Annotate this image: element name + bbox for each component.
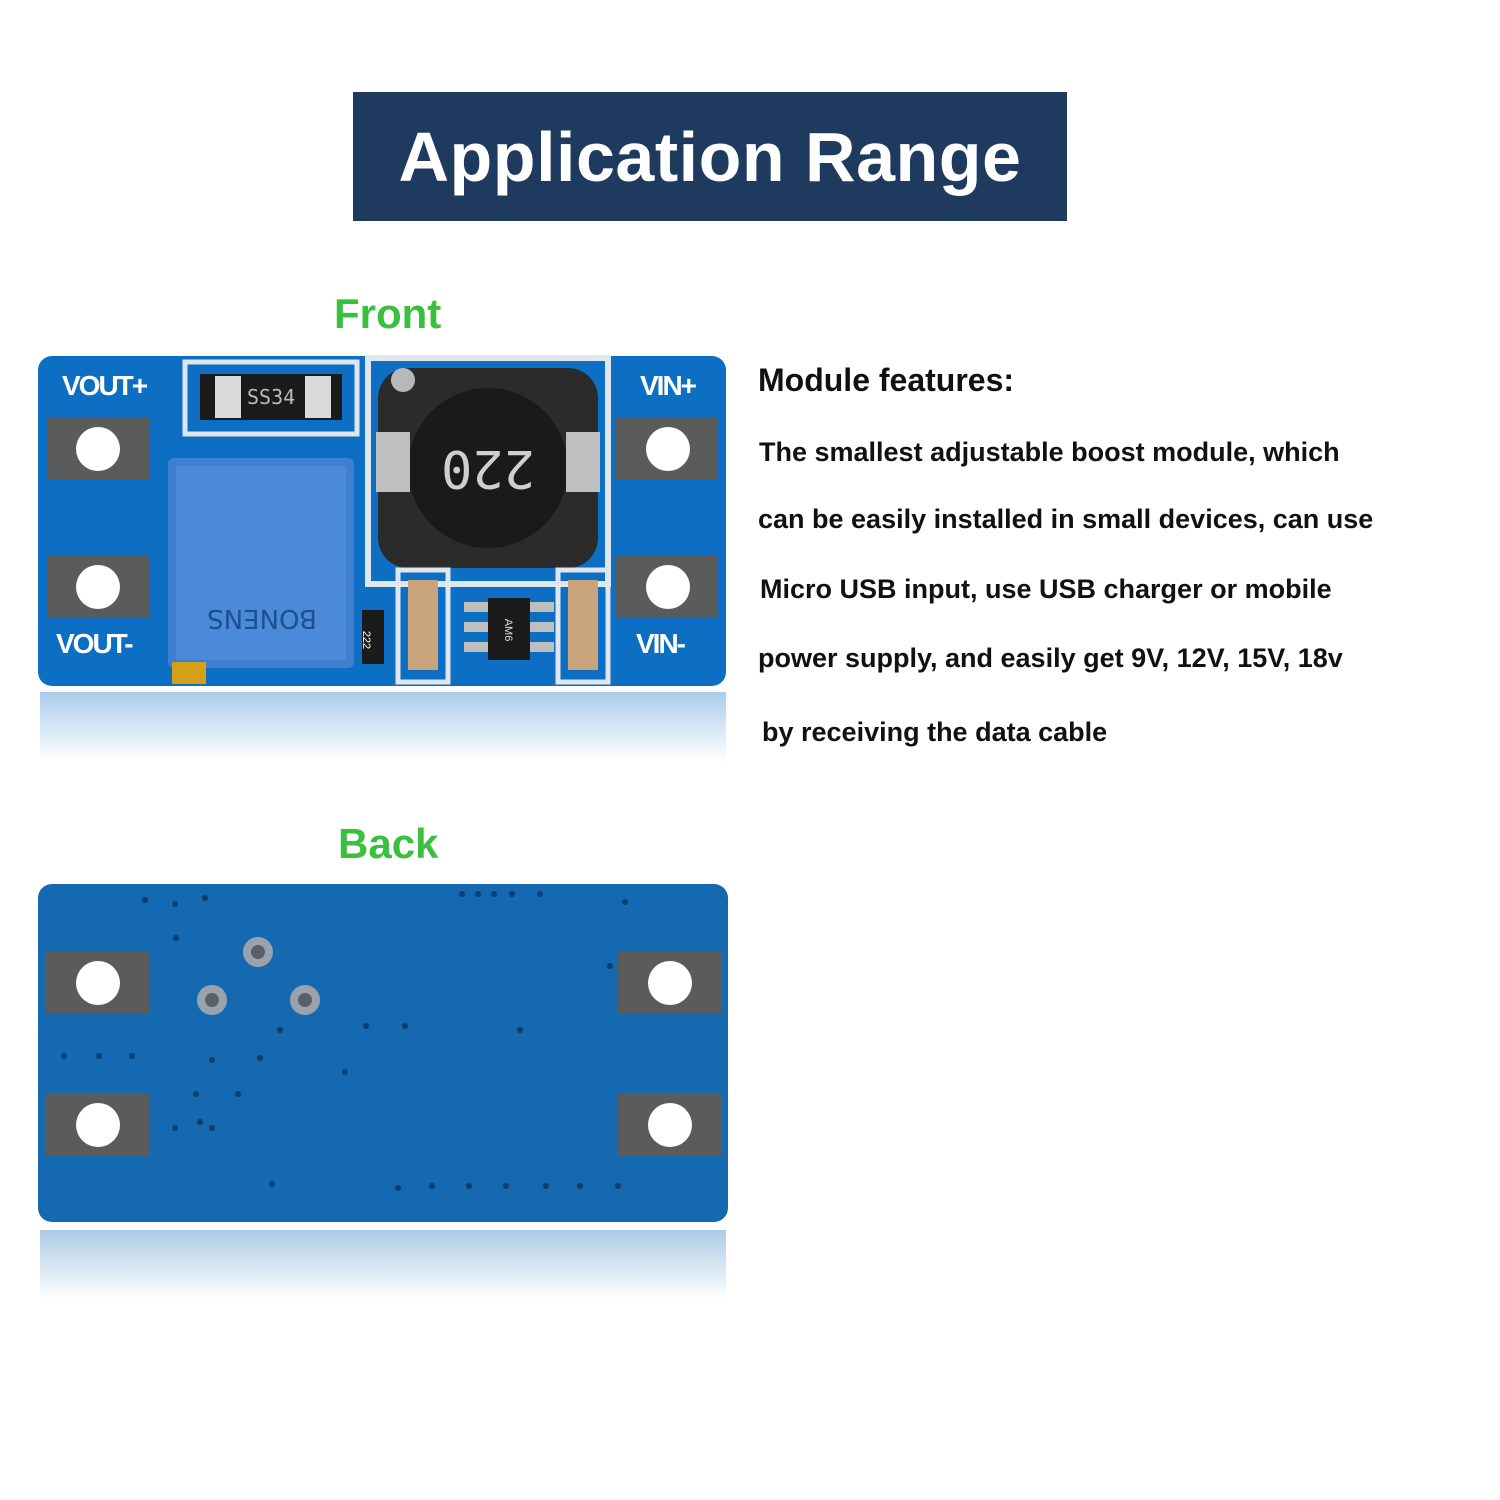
back-reflection (40, 1230, 726, 1300)
vout-minus-label: VOUT- (56, 628, 133, 659)
vin-minus-label: VIN- (636, 628, 686, 659)
pad-vin-minus (616, 556, 718, 618)
title-banner: Application Range (353, 92, 1067, 221)
feature-line-4: power supply, and easily get 9V, 12V, 15… (758, 643, 1343, 673)
front-board-image: SS34 220 BONENS 222 AM6 VOUT+ VOUT- VIN+… (38, 355, 726, 762)
features-title: Module features: (758, 362, 1015, 398)
resistor (362, 610, 384, 664)
pad-vout-plus (48, 418, 150, 480)
feature-line-3: Micro USB input, use USB charger or mobi… (760, 574, 1332, 604)
diode-label: SS34 (247, 385, 295, 409)
pad-vout-minus (48, 556, 150, 618)
capacitor-left (408, 580, 438, 670)
inductor-label: 220 (441, 438, 535, 498)
back-board-image (38, 884, 728, 1300)
banner-title: Application Range (398, 117, 1022, 196)
feature-line-5: by receiving the data cable (762, 717, 1108, 747)
pot-marking: BONENS (207, 603, 317, 633)
pad-vin-plus (616, 418, 718, 480)
back-pcb (38, 884, 728, 1222)
vias (61, 891, 628, 1191)
pad-back-bottom-left (46, 1094, 150, 1156)
pad-back-top-left (46, 952, 150, 1014)
pad-back-bottom-right (618, 1094, 722, 1156)
ic-label: AM6 (502, 619, 514, 642)
capacitor-right (568, 580, 598, 670)
feature-line-2: can be easily installed in small devices… (758, 504, 1374, 534)
front-reflection (40, 692, 726, 762)
back-label: Back (338, 820, 439, 867)
regulator-ic (488, 598, 530, 660)
resistor-label: 222 (360, 631, 372, 649)
front-label: Front (334, 290, 442, 337)
vin-plus-label: VIN+ (640, 370, 697, 401)
vout-plus-label: VOUT+ (62, 370, 148, 401)
pad-back-top-right (618, 952, 722, 1014)
feature-line-1: The smallest adjustable boost module, wh… (759, 437, 1340, 467)
